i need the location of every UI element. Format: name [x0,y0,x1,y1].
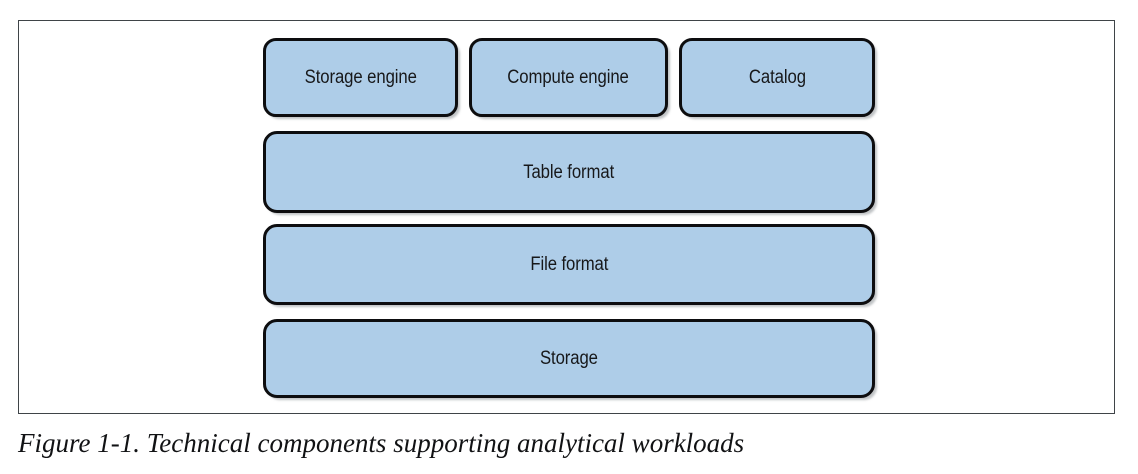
node-label-catalog: Catalog [748,67,806,88]
node-table-format[interactable]: Table format [263,131,875,213]
storage-row: Storage [263,319,875,398]
node-label-storage: Storage [540,348,598,369]
node-compute-engine[interactable]: Compute engine [469,38,668,117]
node-label-file-format: File format [529,254,608,275]
file-format-row: File format [263,224,875,305]
node-storage[interactable]: Storage [263,319,875,398]
node-catalog[interactable]: Catalog [679,38,875,117]
engines-row: Storage engine Compute engine Catalog [263,38,875,117]
figure-frame: Storage engine Compute engine Catalog Ta… [18,20,1115,414]
layer-stack: Storage engine Compute engine Catalog Ta… [263,38,875,398]
node-label-storage-engine: Storage engine [304,67,417,88]
figure-caption: Figure 1-1. Technical components support… [18,428,745,458]
table-format-row: Table format [263,131,875,213]
node-storage-engine[interactable]: Storage engine [263,38,458,117]
node-label-table-format: Table format [523,161,615,183]
node-label-compute-engine: Compute engine [507,67,630,88]
node-file-format[interactable]: File format [263,224,875,305]
